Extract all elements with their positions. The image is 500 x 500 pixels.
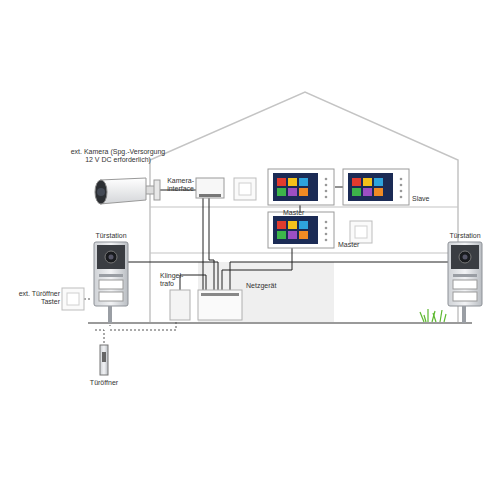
device-label: Master	[338, 241, 378, 249]
device-label: Slave	[412, 195, 442, 203]
device-label: Netzgerät	[246, 282, 296, 290]
device-label: ext. Kamera (Spg.-Versorgung 12 V DC erf…	[70, 148, 166, 164]
device-label: Türstation	[442, 232, 488, 240]
door-opener	[100, 345, 108, 375]
device-label: Klingel-trafo	[160, 272, 190, 288]
bell-transformer	[170, 290, 190, 320]
power-supply	[198, 290, 242, 320]
device-label: Türstation	[88, 232, 134, 240]
device-label: ext. Türöffner Taster	[14, 290, 60, 306]
camera-interface-box	[196, 178, 224, 198]
device-label: Kamera-interface	[160, 177, 194, 193]
device-label: Master	[283, 209, 323, 217]
camera-symbol	[95, 178, 160, 204]
device-label: Türöffner	[84, 379, 124, 387]
